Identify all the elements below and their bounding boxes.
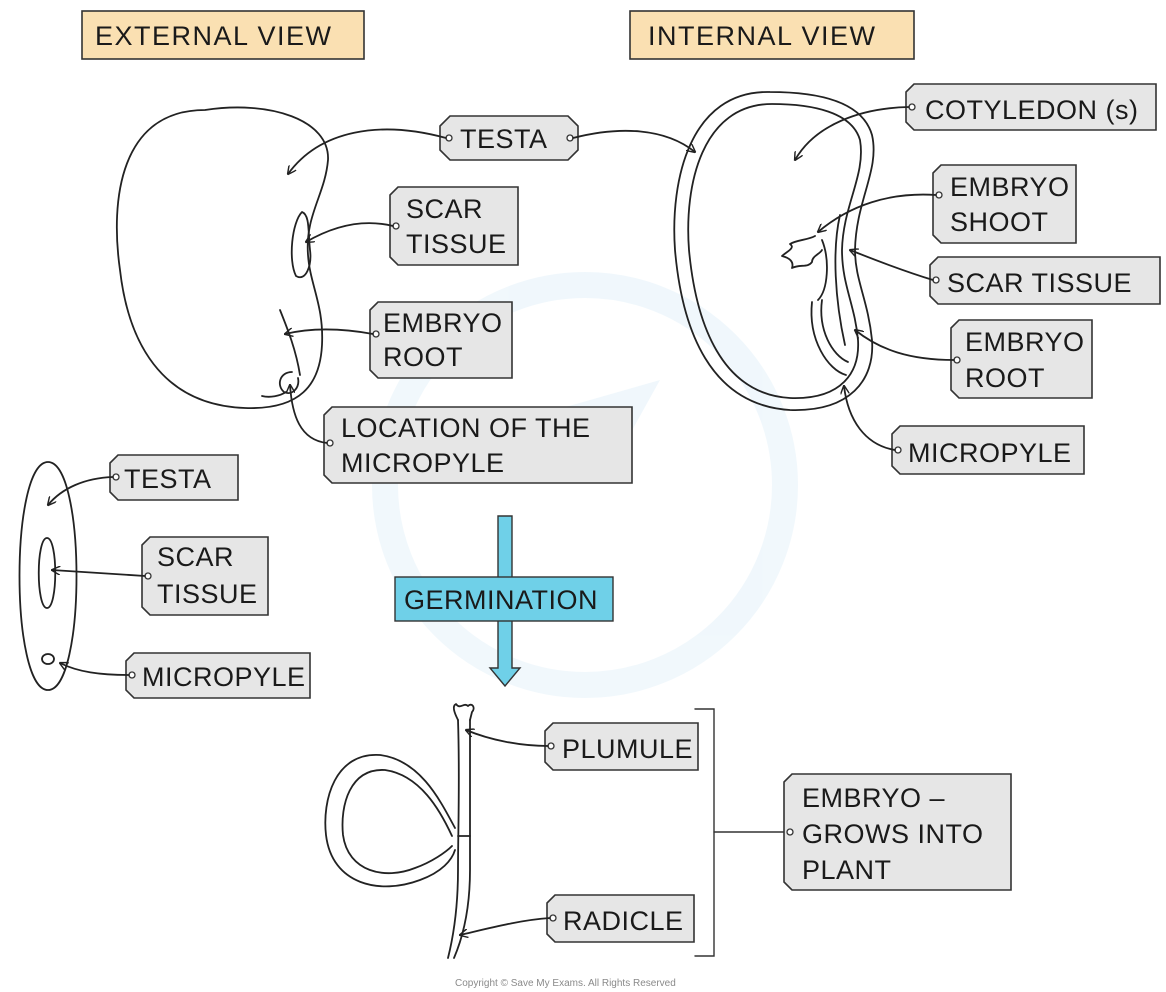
internal-micropyle-label: MICROPYLE — [908, 438, 1072, 468]
embryo-grows-label-1: EMBRYO – — [802, 783, 945, 813]
cotyledon-tag: COTYLEDON (s) — [906, 84, 1156, 130]
external-scar-arrow — [306, 223, 393, 242]
side-seed-drawing — [20, 462, 77, 690]
external-seed-drawing — [117, 107, 328, 408]
testa-external-arrow — [288, 130, 446, 174]
cotyledon-arrow — [795, 107, 909, 160]
internal-root-arrow — [855, 330, 954, 360]
embryo-shoot-label-1: EMBRYO — [950, 172, 1070, 202]
internal-scar-tissue-tag: SCAR TISSUE — [930, 257, 1160, 304]
internal-seed-drawing — [674, 92, 873, 410]
side-micropyle-arrow — [60, 663, 129, 675]
external-view-header: EXTERNAL VIEW — [82, 11, 364, 59]
side-scar-label-2: TISSUE — [157, 579, 258, 609]
side-micropyle-tag: MICROPYLE — [126, 653, 310, 698]
radicle-tag: RADICLE — [547, 895, 694, 942]
external-scar-label-1: SCAR — [406, 194, 483, 224]
plumule-tag: PLUMULE — [545, 723, 698, 770]
germinated-seed-drawing — [325, 704, 473, 958]
internal-micropyle-arrow — [844, 386, 895, 450]
germination-label: GERMINATION — [404, 585, 598, 615]
radicle-arrow — [460, 918, 550, 935]
embryo-shoot-label-2: SHOOT — [950, 207, 1049, 237]
location-micropyle-arrow — [290, 385, 327, 443]
side-testa-tag: TESTA — [110, 455, 238, 500]
testa-label: TESTA — [460, 124, 548, 154]
internal-view-title: INTERNAL VIEW — [648, 21, 877, 51]
plumule-arrow — [466, 730, 548, 746]
plumule-label: PLUMULE — [562, 734, 693, 764]
external-scar-tissue-tag: SCAR TISSUE — [390, 187, 518, 265]
external-view-title: EXTERNAL VIEW — [95, 21, 333, 51]
external-embryo-root-tag: EMBRYO ROOT — [370, 302, 512, 378]
internal-micropyle-tag: MICROPYLE — [892, 426, 1084, 474]
internal-root-label-1: EMBRYO — [965, 327, 1085, 357]
location-of-micropyle-tag: LOCATION OF THE MICROPYLE — [324, 407, 632, 483]
embryo-shoot-arrow — [818, 195, 936, 232]
embryo-grows-label-2: GROWS INTO — [802, 819, 984, 849]
cotyledon-label: COTYLEDON (s) — [925, 95, 1139, 125]
external-root-arrow — [285, 330, 373, 335]
external-scar-label-2: TISSUE — [406, 229, 507, 259]
location-micropyle-label-2: MICROPYLE — [341, 448, 505, 478]
embryo-shoot-tag: EMBRYO SHOOT — [933, 165, 1076, 243]
side-scar-label-1: SCAR — [157, 542, 234, 572]
location-micropyle-label-1: LOCATION OF THE — [341, 413, 591, 443]
side-micropyle-label: MICROPYLE — [142, 662, 306, 692]
radicle-label: RADICLE — [563, 906, 684, 936]
copyright-text: Copyright © Save My Exams. All Rights Re… — [455, 978, 676, 989]
testa-tag: TESTA — [440, 116, 578, 160]
internal-embryo-root-tag: EMBRYO ROOT — [951, 320, 1092, 398]
internal-scar-arrow — [850, 250, 933, 280]
internal-view-header: INTERNAL VIEW — [630, 11, 914, 59]
germination-arrow: GERMINATION — [395, 516, 613, 686]
side-testa-arrow — [48, 477, 113, 505]
side-scar-arrow — [52, 570, 145, 576]
internal-scar-label: SCAR TISSUE — [947, 268, 1132, 298]
embryo-grows-tag: EMBRYO – GROWS INTO PLANT — [784, 774, 1011, 890]
side-scar-tissue-tag: SCAR TISSUE — [142, 537, 268, 615]
external-root-label-1: EMBRYO — [383, 308, 503, 338]
testa-internal-arrow — [573, 131, 695, 152]
side-testa-label: TESTA — [124, 464, 212, 494]
internal-root-label-2: ROOT — [965, 363, 1045, 393]
embryo-grows-label-3: PLANT — [802, 855, 892, 885]
external-root-label-2: ROOT — [383, 342, 463, 372]
